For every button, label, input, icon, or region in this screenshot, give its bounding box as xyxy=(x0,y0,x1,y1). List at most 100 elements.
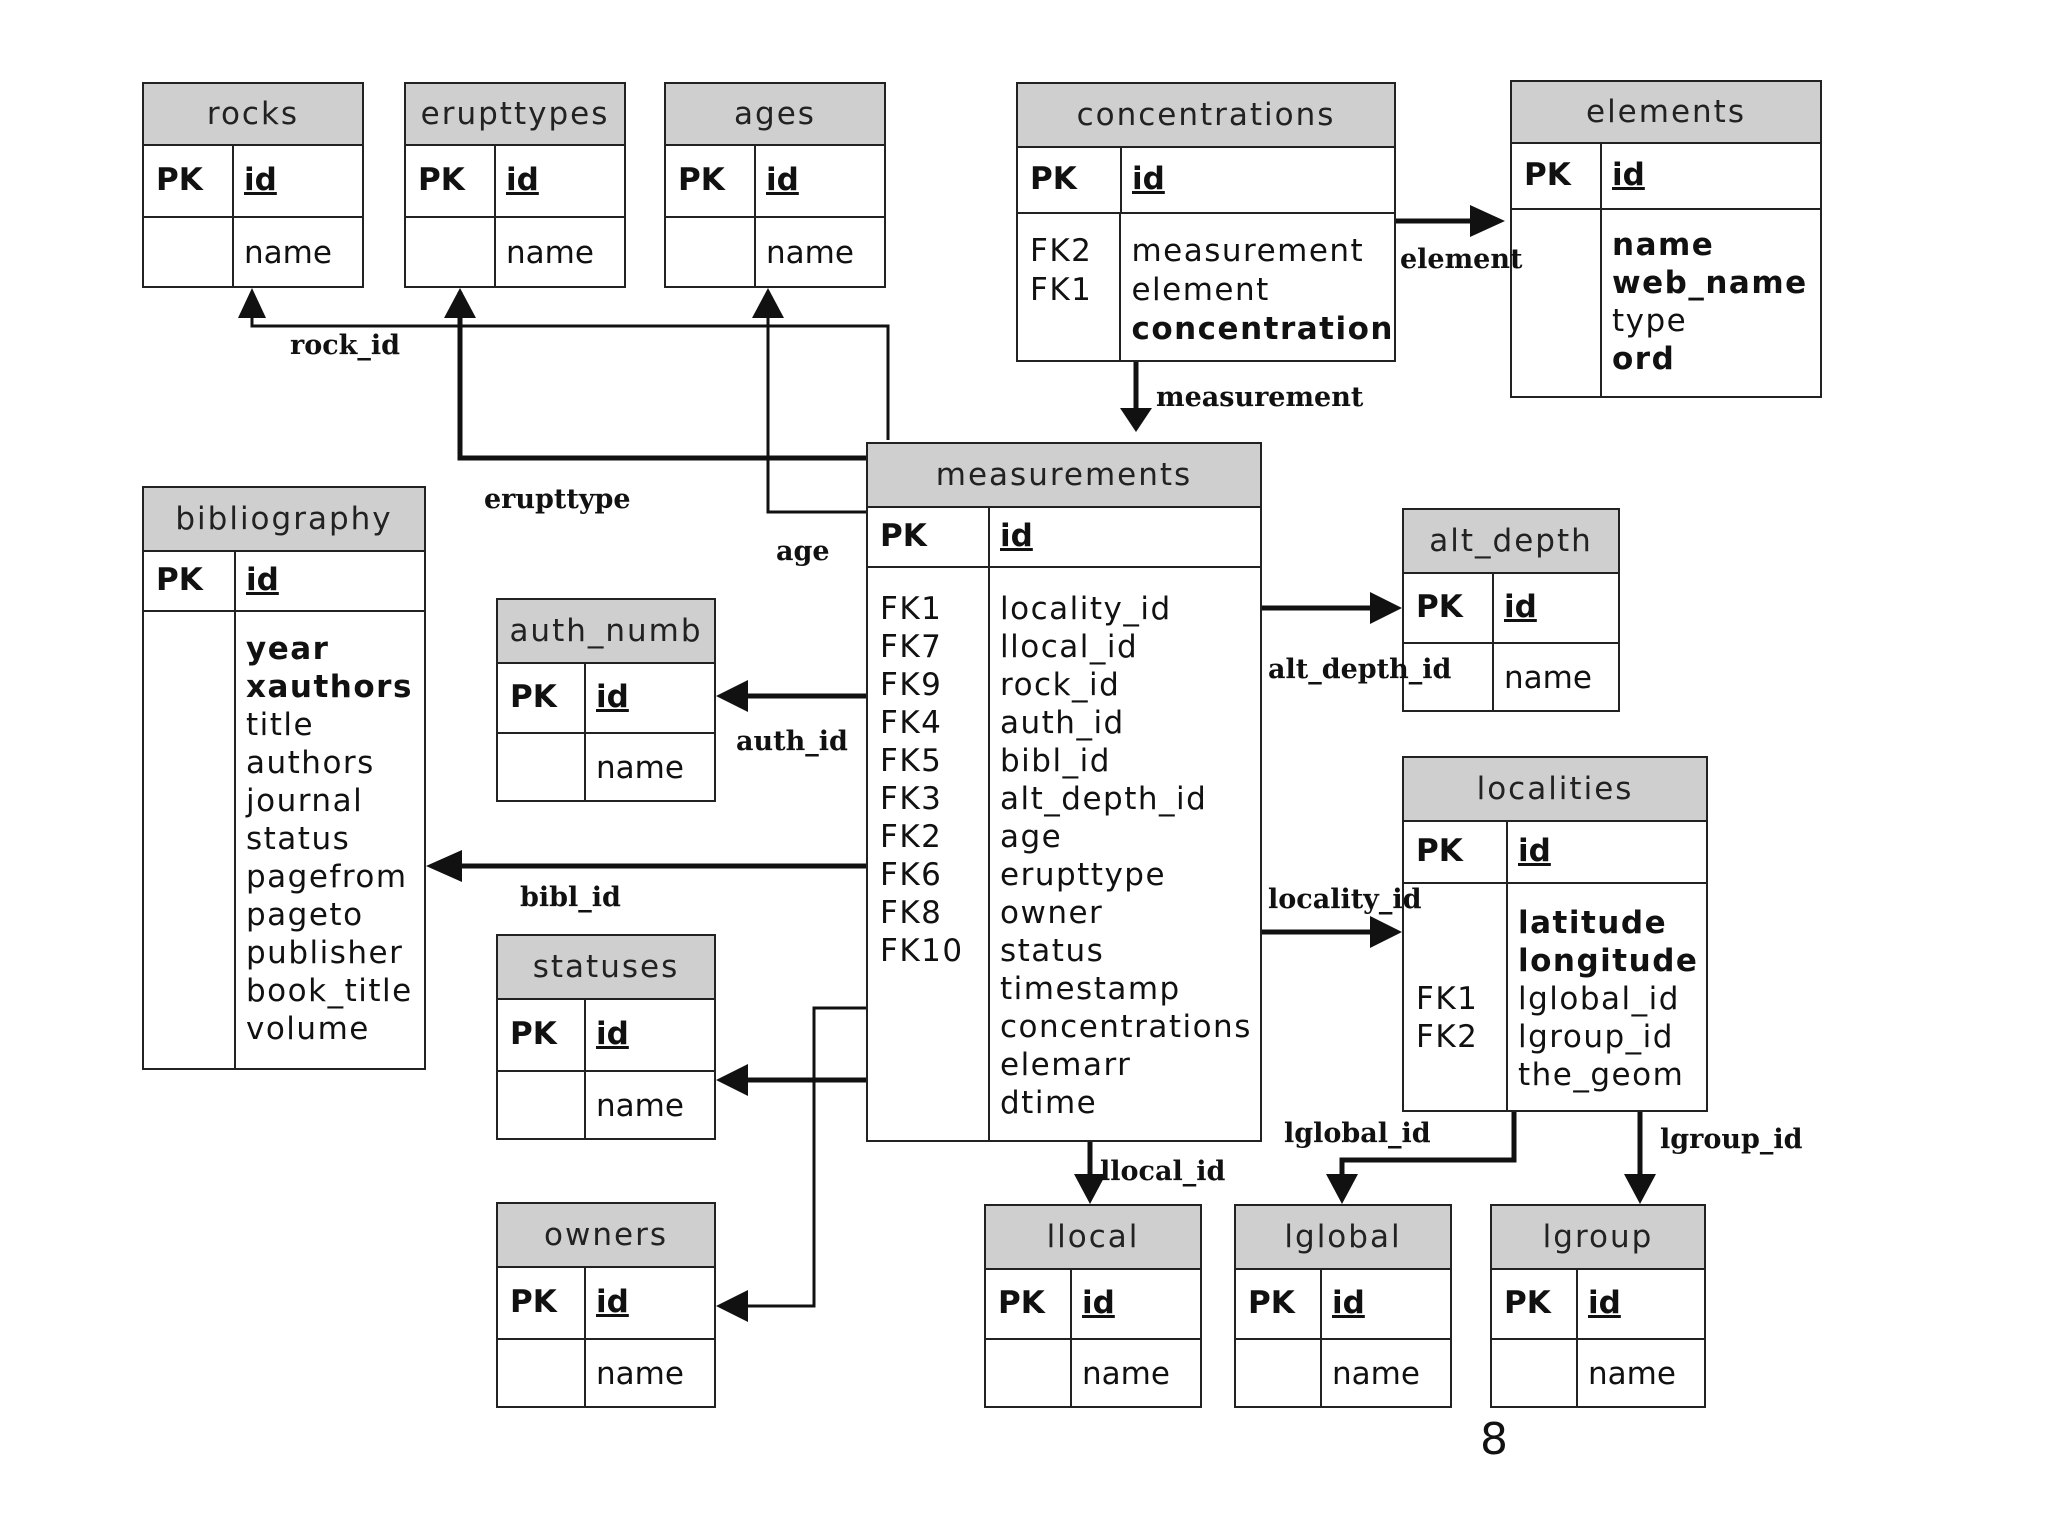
key-column xyxy=(498,1340,586,1408)
field: name xyxy=(244,235,332,271)
arrowhead-erupttype xyxy=(444,288,476,318)
pk-row: PK id xyxy=(1018,148,1394,214)
field: erupttype xyxy=(1000,857,1167,893)
table-title: alt_depth xyxy=(1404,510,1618,574)
field: web_name xyxy=(1612,265,1808,301)
pk-row: PK id xyxy=(868,508,1260,568)
fk-label: FK4 xyxy=(880,705,943,741)
key-column xyxy=(1404,644,1494,712)
connector-rock-id xyxy=(250,292,890,440)
field: type xyxy=(1612,303,1688,339)
pk-row: PK id xyxy=(1404,822,1706,884)
field: rock_id xyxy=(1000,667,1121,703)
fk-label: FK6 xyxy=(880,857,943,893)
key-column xyxy=(144,612,236,1070)
pk-row: PK id xyxy=(986,1270,1200,1340)
pk-row: PK id xyxy=(1404,574,1618,644)
fk-label: FK3 xyxy=(880,781,943,817)
pk-label: PK xyxy=(1404,822,1508,882)
fields-row: name xyxy=(498,1340,714,1408)
pk-label: PK xyxy=(1404,574,1494,642)
field: book_title xyxy=(246,973,413,1009)
pk-label: PK xyxy=(406,146,496,216)
fields-row: name xyxy=(498,1072,714,1140)
field: the_geom xyxy=(1518,1057,1685,1093)
pk-field: id xyxy=(1332,1285,1365,1321)
connector-age xyxy=(766,292,866,514)
table-lgroup: lgroup PK id name xyxy=(1490,1204,1706,1408)
pk-field: id xyxy=(246,562,279,598)
label-rock-id: rock_id xyxy=(290,330,401,361)
pk-label: PK xyxy=(498,1000,586,1070)
pk-field: id xyxy=(1518,833,1551,869)
pk-field: id xyxy=(766,162,799,198)
pk-row: PK id xyxy=(666,146,884,218)
arrowhead-locality-id xyxy=(1370,916,1402,948)
table-title: owners xyxy=(498,1204,714,1268)
label-alt-depth-id: alt_depth_id xyxy=(1268,654,1452,685)
field-list: name web_name type ord xyxy=(1602,210,1808,398)
label-bibl-id: bibl_id xyxy=(520,882,621,913)
pk-field: id xyxy=(1588,1285,1621,1321)
field: journal xyxy=(246,783,364,819)
table-title: statuses xyxy=(498,936,714,1000)
arrowhead-status xyxy=(716,1064,748,1096)
field: title xyxy=(246,707,315,743)
fields-row: name xyxy=(1404,644,1618,712)
table-title: auth_numb xyxy=(498,600,714,664)
fields-row: name xyxy=(1492,1340,1704,1408)
label-auth-id: auth_id xyxy=(736,726,848,757)
label-locality-id: locality_id xyxy=(1268,884,1422,915)
pk-label: PK xyxy=(1512,144,1602,208)
field: concentrations xyxy=(1000,1009,1252,1045)
field: lgroup_id xyxy=(1518,1019,1674,1055)
field: name xyxy=(596,1356,684,1392)
label-lglobal-id: lglobal_id xyxy=(1284,1118,1431,1149)
fk-label: FK2 xyxy=(880,819,943,855)
table-owners: owners PK id name xyxy=(496,1202,716,1408)
fields-row: name xyxy=(144,218,362,288)
field: name xyxy=(766,235,854,271)
table-title: ages xyxy=(666,84,884,146)
pk-field: id xyxy=(596,679,629,715)
table-statuses: statuses PK id name xyxy=(496,934,716,1140)
field: name xyxy=(1612,227,1715,263)
table-title: erupttypes xyxy=(406,84,624,146)
field: status xyxy=(246,821,351,857)
key-column xyxy=(498,1072,586,1140)
fields-row: FK1 FK7 FK9 FK4 FK5 FK3 FK2 FK6 FK8 FK10… xyxy=(868,568,1260,1142)
table-ages: ages PK id name xyxy=(664,82,886,288)
label-age: age xyxy=(776,536,830,567)
field: pageto xyxy=(246,897,364,933)
pk-label: PK xyxy=(144,552,236,610)
table-localities: localities PK id FK1 FK2 latitude longit… xyxy=(1402,756,1708,1112)
field: concentration xyxy=(1131,311,1394,347)
fields-row: name xyxy=(406,218,624,288)
field: element xyxy=(1131,272,1270,308)
table-rocks: rocks PK id name xyxy=(142,82,364,288)
table-title: rocks xyxy=(144,84,362,146)
table-auth-numb: auth_numb PK id name xyxy=(496,598,716,802)
field: xauthors xyxy=(246,669,413,705)
field: llocal_id xyxy=(1000,629,1139,665)
key-column xyxy=(1512,210,1602,398)
fk-label: FK7 xyxy=(880,629,943,665)
key-column: FK1 FK2 xyxy=(1404,884,1508,1112)
pk-field: id xyxy=(244,162,277,198)
table-concentrations: concentrations PK id FK2 FK1 measurement… xyxy=(1016,82,1396,362)
fields-row: FK2 FK1 measurement element concentratio… xyxy=(1018,214,1394,362)
table-title: elements xyxy=(1512,82,1820,144)
field: name xyxy=(1332,1356,1420,1392)
field: bibl_id xyxy=(1000,743,1111,779)
field: measurement xyxy=(1131,233,1365,269)
pk-label: PK xyxy=(1492,1270,1578,1338)
pk-label: PK xyxy=(498,664,586,732)
key-column: FK1 FK7 FK9 FK4 FK5 FK3 FK2 FK6 FK8 FK10 xyxy=(868,568,990,1142)
field: volume xyxy=(246,1011,370,1047)
field: name xyxy=(596,1088,684,1124)
pk-field: id xyxy=(1082,1285,1115,1321)
key-column xyxy=(406,218,496,288)
pk-row: PK id xyxy=(406,146,624,218)
pk-row: PK id xyxy=(1512,144,1820,210)
